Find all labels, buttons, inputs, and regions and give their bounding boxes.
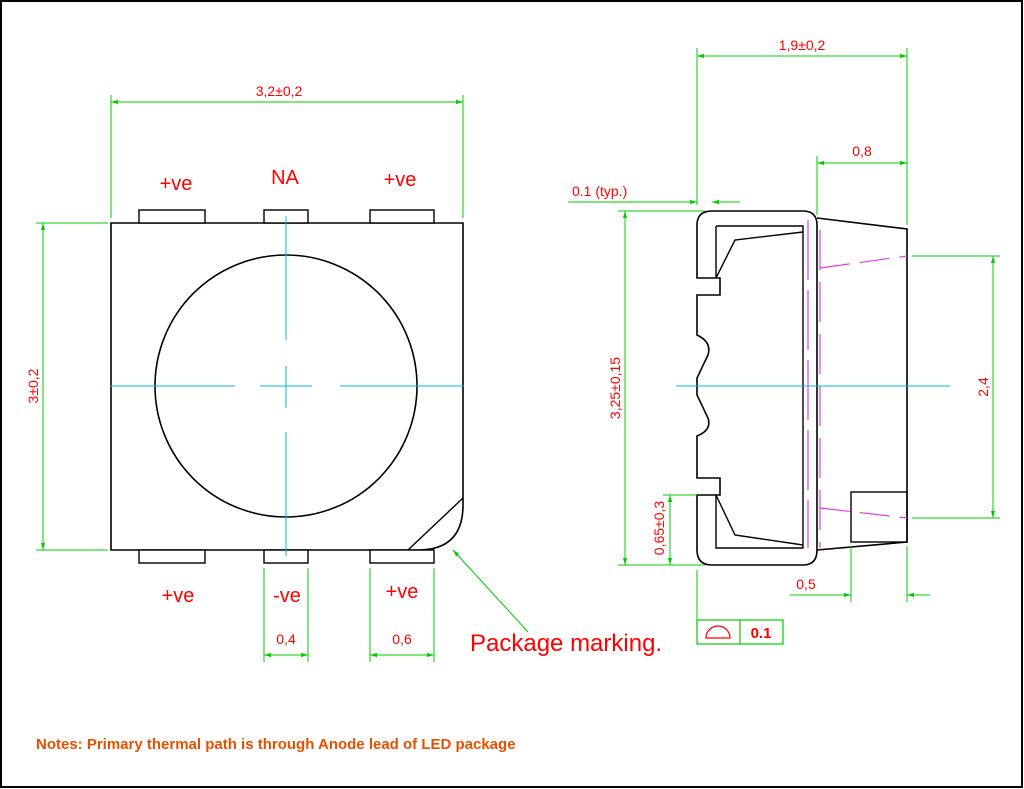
bottom-pin-1 (138, 549, 206, 564)
flatness-profile-icon (705, 625, 731, 639)
side-tab-dim: 0,5 (796, 576, 816, 592)
side-dimensions (568, 48, 1000, 632)
front-view: +ve NA +ve +ve -ve +ve 3,2±0,2 (25, 83, 662, 662)
side-tab (850, 491, 908, 543)
side-wall-dim: 0.1 (typ.) (572, 183, 627, 199)
pad-dim-1: 0,4 (276, 631, 296, 647)
side-view: 1,9±0,2 0,8 0.1 (typ.) 3,25±0,15 0,65±0,… (568, 37, 1000, 645)
front-centerlines (110, 216, 464, 556)
top-pin-label-2: NA (271, 167, 299, 189)
side-window-dim: 2,4 (975, 377, 991, 397)
bottom-pin-label-1: +ve (162, 585, 195, 607)
top-pin-3 (369, 209, 435, 224)
top-pin-1 (138, 209, 206, 224)
side-lens-dim: 0,8 (852, 143, 872, 159)
bottom-pin-label-2: -ve (273, 585, 301, 607)
side-lead-dim: 0,65±0,3 (651, 501, 667, 556)
front-width-dim: 3,2±0,2 (256, 83, 303, 99)
side-inner-slope-top (715, 231, 804, 279)
flatness-frame: 0.1 (696, 619, 784, 645)
notes-text: Notes: Primary thermal path is through A… (36, 736, 516, 753)
front-height-dim: 3±0,2 (25, 368, 41, 403)
side-body-outline (696, 210, 818, 566)
marking-label: Package marking. (470, 630, 662, 657)
side-hidden-lines (807, 220, 908, 548)
side-inner-slope-bottom (715, 494, 804, 546)
bottom-pin-3 (369, 549, 435, 564)
marking-chamfer (407, 497, 464, 551)
top-pin-label-1: +ve (160, 173, 193, 195)
front-dimensions (36, 95, 529, 662)
side-width-dim: 1,9±0,2 (779, 37, 826, 53)
flatness-value: 0.1 (751, 625, 772, 642)
top-pin-label-3: +ve (384, 169, 417, 191)
pad-dim-2: 0,6 (392, 631, 412, 647)
bottom-pin-label-3: +ve (386, 581, 419, 603)
side-inner-lead (715, 225, 804, 549)
side-lens-body (816, 217, 908, 551)
side-height-dim: 3,25±0,15 (607, 357, 623, 419)
